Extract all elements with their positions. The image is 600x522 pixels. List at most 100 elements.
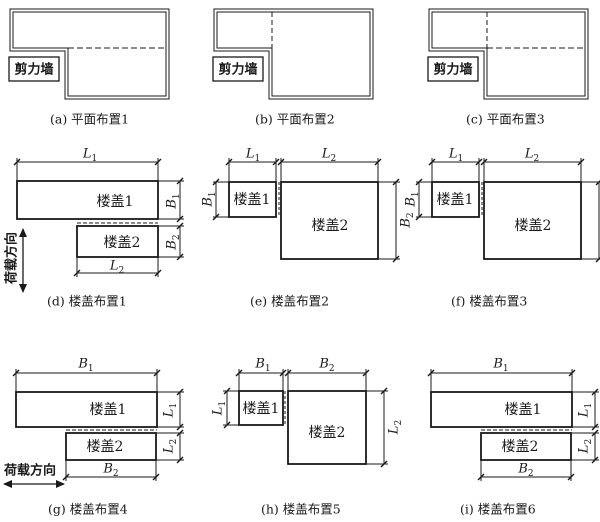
floor-slab <box>483 181 582 260</box>
dimension-L2-label: L2 <box>524 147 539 164</box>
dimension-tick <box>62 473 70 481</box>
plan-layout-1: 剪力墙 <box>8 8 170 100</box>
dimension-tick <box>279 369 287 377</box>
floor-1-slab: 楼盖1 <box>228 181 277 218</box>
shear-wall-label: 剪力墙 <box>218 62 257 78</box>
load-arrow-head-down <box>19 284 27 293</box>
dimension-tick <box>427 369 435 377</box>
dimension-tick <box>225 158 233 166</box>
dimension-L1-label: L1 <box>211 401 228 416</box>
floor-2-slab: 楼盖2 <box>76 225 159 258</box>
floor-slab <box>65 432 157 461</box>
dimension-tick <box>176 456 184 464</box>
floor-2-slab: 楼盖2 <box>287 390 367 465</box>
dimension-L2 <box>73 257 162 277</box>
floor-label: 楼盖1 <box>505 402 542 418</box>
dimension-tick <box>277 158 285 166</box>
floor-1-slab: 楼盖1 <box>430 391 573 428</box>
dimension-B1 <box>427 369 576 392</box>
dimension-B1-label: B1 <box>254 357 270 374</box>
dimension-L1 <box>572 388 599 431</box>
dimension-L1 <box>13 158 162 181</box>
load-arrow-head-left <box>3 480 12 488</box>
dimension-L1 <box>157 388 184 431</box>
caption-e: (e) 楼盖布置2 <box>250 294 329 309</box>
plan-layout-2: 剪力墙 <box>212 8 374 100</box>
dimension-tick <box>374 158 382 166</box>
dimension-B2-label: B2 <box>165 234 182 250</box>
floor-2-slab: 楼盖2 <box>480 432 572 461</box>
floor-label: 楼盖2 <box>104 235 141 251</box>
floor-1-slab: 楼盖1 <box>431 181 480 218</box>
dimension-L2 <box>366 387 388 468</box>
floor-label: 楼盖2 <box>312 218 349 234</box>
load-direction-label: 荷载方向 <box>4 232 20 285</box>
floor-slab <box>287 390 367 465</box>
dimension-tick <box>595 180 600 186</box>
dimension-tick <box>235 369 243 377</box>
floor-label: 楼盖1 <box>234 192 271 208</box>
dimension-tick <box>152 473 160 481</box>
floor-label: 楼盖1 <box>90 402 127 418</box>
dimension-tick <box>212 213 220 221</box>
caption-h: (h) 楼盖布置5 <box>261 502 341 517</box>
dimension-tick <box>154 269 162 277</box>
load-arrow-head-up <box>19 228 27 237</box>
dimension-B2-label: B2 <box>318 357 334 374</box>
dimension-tick <box>392 255 400 263</box>
dimension-B1-label: B1 <box>201 191 218 207</box>
dimension-L2-label: L2 <box>109 259 124 276</box>
caption-c: (c) 平面布置3 <box>466 112 545 127</box>
floor-label: 楼盖1 <box>97 194 134 210</box>
caption-g: (g) 楼盖布置4 <box>48 502 128 517</box>
dimension-B1-label: B1 <box>492 357 508 374</box>
dimension-tick <box>568 369 576 377</box>
dimension-B2 <box>581 180 600 263</box>
dimension-tick <box>212 178 220 186</box>
outer-wall-line <box>428 8 589 100</box>
dimension-tick <box>477 473 485 481</box>
floor-2-slab: 楼盖2 <box>483 181 582 260</box>
caption-f: (f) 楼盖布置3 <box>451 294 527 309</box>
floor-label: 楼盖1 <box>243 401 280 417</box>
dimension-L2 <box>156 429 184 464</box>
dimension-B1 <box>158 177 184 223</box>
dimension-tick <box>577 158 585 166</box>
dimension-B1-label: B1 <box>165 193 182 209</box>
dimension-tick <box>13 158 21 166</box>
dimension-tick <box>176 423 184 431</box>
floor-2-slab: 楼盖2 <box>280 181 379 260</box>
dimension-B2-label: B2 <box>399 212 416 228</box>
floor-2-slab: 楼盖2 <box>65 432 157 461</box>
caption-d: (d) 楼盖布置1 <box>47 294 127 309</box>
dimension-L2-label: L2 <box>321 147 336 164</box>
dimension-L1-label: L1 <box>162 403 179 418</box>
dimension-L2 <box>480 158 585 182</box>
floor-slab <box>76 225 159 258</box>
floor-slab <box>228 181 277 218</box>
dimension-tick <box>591 456 599 464</box>
floor-1-slab: 楼盖1 <box>16 180 159 220</box>
floor-label: 楼盖2 <box>515 218 552 234</box>
dimension-L1-label: L1 <box>577 403 594 418</box>
dimension-B2 <box>477 460 575 481</box>
caption-a: (a) 平面布置1 <box>50 112 129 127</box>
dimension-L1-label: L1 <box>245 147 260 164</box>
dimension-L2-label: L2 <box>577 439 594 454</box>
dimension-L1 <box>428 158 483 182</box>
floor-slab <box>431 181 480 218</box>
dimension-tick <box>567 473 575 481</box>
dimension-tick <box>595 257 600 263</box>
inner-wall-line <box>12 11 167 97</box>
dimension-L1-label: L1 <box>82 147 97 164</box>
dimension-B1 <box>415 178 432 221</box>
dimension-B1-label: B1 <box>404 191 421 207</box>
dimension-tick <box>415 213 423 221</box>
floor-label: 楼盖2 <box>502 439 539 455</box>
dimension-tick <box>591 388 599 396</box>
dimension-tick <box>153 369 161 377</box>
shear-wall-box <box>212 56 264 82</box>
